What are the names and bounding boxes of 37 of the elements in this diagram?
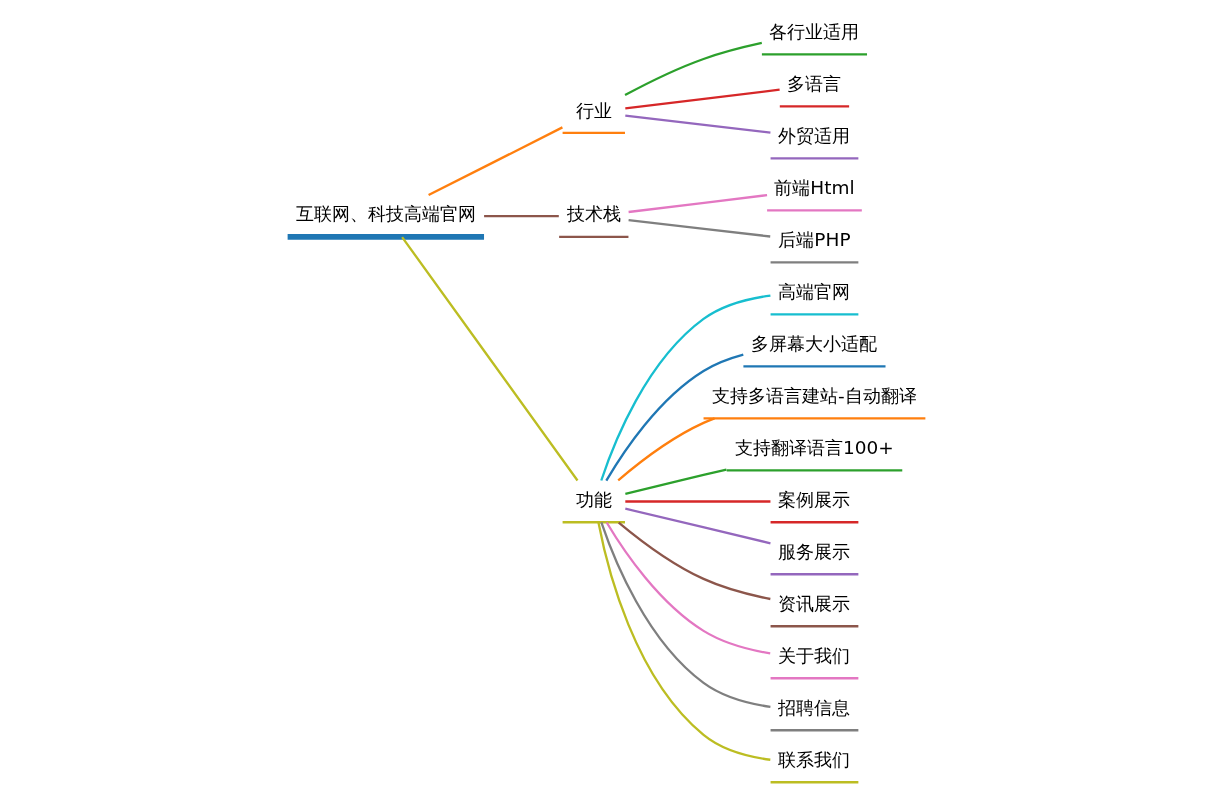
connector bbox=[484, 214, 559, 218]
node-text: 互联网、科技高端官网 bbox=[295, 203, 476, 225]
node-text: 服务展示 bbox=[778, 540, 851, 562]
connector bbox=[628, 194, 768, 214]
node-text: 行业 bbox=[575, 99, 612, 121]
node-text: 多语言 bbox=[787, 72, 842, 94]
connector bbox=[625, 500, 771, 503]
node-text: 支持翻译语言100+ bbox=[735, 436, 894, 458]
connector bbox=[600, 294, 771, 481]
node-text: 联系我们 bbox=[778, 748, 851, 770]
node-text: 外贸适用 bbox=[778, 124, 851, 146]
node-text: 招聘信息 bbox=[778, 696, 851, 718]
connector bbox=[597, 522, 771, 761]
node-text: 技术栈 bbox=[566, 203, 621, 225]
connector bbox=[625, 88, 780, 110]
node-text: 功能 bbox=[575, 488, 612, 510]
connector bbox=[625, 507, 771, 545]
node-text: 多屏幕大小适配 bbox=[751, 332, 878, 354]
connector bbox=[624, 41, 763, 97]
connector bbox=[600, 521, 771, 709]
connector bbox=[605, 521, 771, 655]
connector bbox=[618, 521, 771, 601]
node-text: 关于我们 bbox=[778, 644, 851, 666]
node-text: 各行业适用 bbox=[769, 20, 860, 42]
connector bbox=[625, 468, 727, 496]
connector bbox=[628, 218, 771, 238]
connector bbox=[617, 417, 715, 482]
node-text: 案例展示 bbox=[778, 488, 851, 510]
node-text: 后端PHP bbox=[778, 228, 851, 250]
connector bbox=[605, 353, 744, 482]
node-text: 资讯展示 bbox=[778, 592, 851, 614]
connector bbox=[401, 236, 579, 482]
connector bbox=[625, 114, 771, 134]
node-text: 支持多语言建站-自动翻译 bbox=[712, 384, 917, 406]
connector bbox=[428, 126, 563, 197]
node-text: 前端Html bbox=[774, 176, 855, 198]
node-text: 高端官网 bbox=[778, 280, 851, 302]
